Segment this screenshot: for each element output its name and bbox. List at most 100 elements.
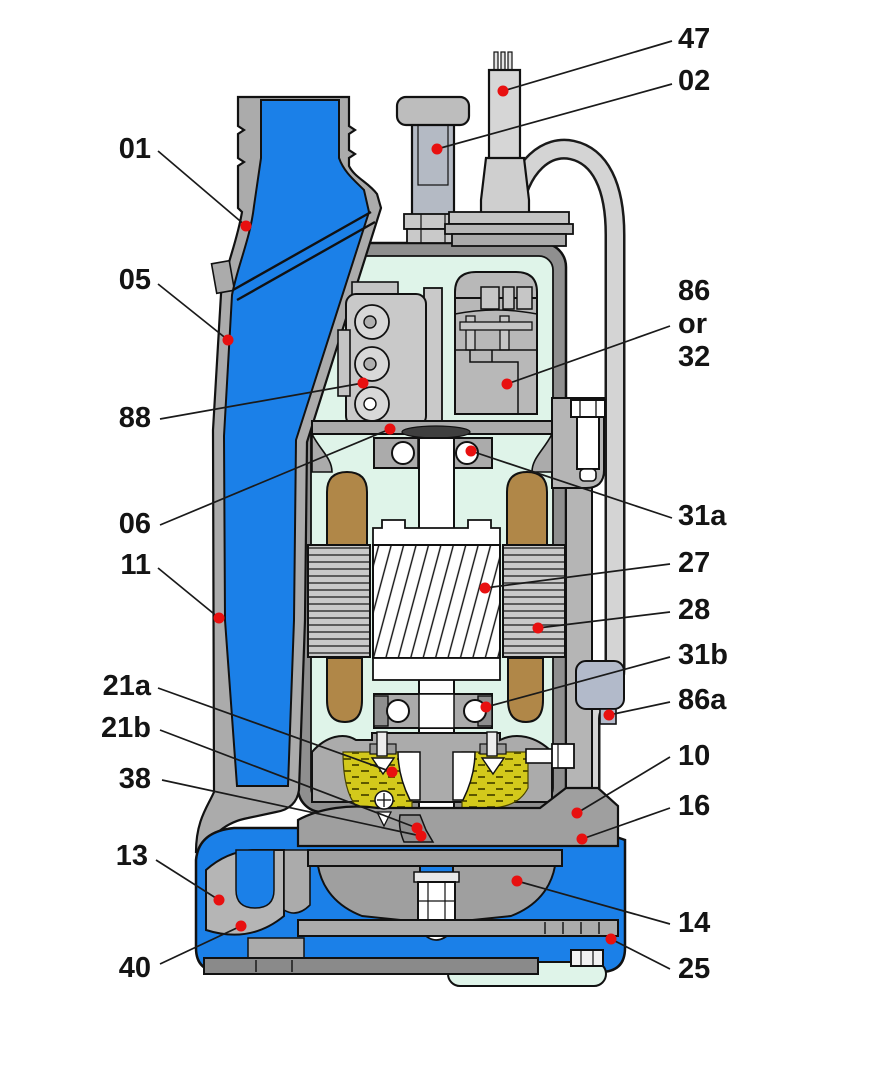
callout-label-38: 38 [119, 763, 151, 795]
leader-line-28 [537, 611, 671, 629]
point-marker-06 [384, 423, 396, 435]
leader-line-21b [159, 729, 418, 829]
leader-line-47 [502, 40, 673, 92]
capacitor [454, 271, 538, 415]
slinger [401, 425, 471, 439]
leader-line-38 [161, 779, 422, 837]
point-marker-02 [431, 143, 443, 155]
callout-14: 14 [511, 875, 710, 939]
upper-bearing-ball [391, 441, 415, 465]
leader-line-31b [485, 656, 671, 708]
terminal-block [337, 281, 443, 429]
callout-label-86a: 86a [678, 684, 727, 716]
leader-line-11 [157, 567, 220, 619]
discharge-channel [235, 849, 275, 909]
callout-label-31a: 31a [678, 500, 727, 532]
bottom-plate [203, 957, 539, 975]
callout-40: 40 [119, 920, 247, 984]
callout-label-02: 02 [678, 65, 710, 97]
point-marker-31a [465, 445, 477, 457]
check-valve-flap [232, 210, 372, 292]
oil-chamber [311, 731, 575, 811]
callout-label-40: 40 [119, 952, 151, 984]
point-marker-21a [386, 766, 398, 778]
callout-label-21b: 21b [101, 712, 151, 744]
callout-21b: 21b [101, 712, 423, 834]
handle-body [410, 118, 456, 224]
leader-line-86a [608, 701, 671, 716]
strainer-plate [297, 919, 619, 937]
callout-31b: 31b [480, 639, 728, 713]
callout-label-86-or-32-2: 32 [678, 341, 710, 373]
seal-plate [296, 786, 620, 848]
callout-label-27: 27 [678, 547, 710, 579]
point-marker-25 [605, 933, 617, 945]
point-marker-27 [479, 582, 491, 594]
callout-label-86-or-32-0: 86 [678, 275, 710, 307]
callout-27: 27 [479, 547, 710, 594]
lower-bearing-ball [386, 699, 410, 723]
callout-28: 28 [532, 594, 710, 634]
rotor [372, 519, 501, 681]
leader-line-06 [159, 428, 391, 526]
leader-line-05 [157, 283, 229, 341]
callout-label-13: 13 [116, 840, 148, 872]
leader-line-86-or-32 [506, 325, 671, 385]
point-marker-28 [532, 622, 544, 634]
point-marker-86a [603, 709, 615, 721]
callout-label-10: 10 [678, 740, 710, 772]
callout-label-31b: 31b [678, 639, 728, 671]
gland-flange [448, 211, 570, 225]
callout-13: 13 [116, 840, 225, 906]
leader-line-16 [581, 807, 671, 840]
leader-line-27 [484, 563, 671, 589]
leader-line-21a [157, 687, 393, 773]
callout-05: 05 [119, 264, 234, 346]
lifting-handle [395, 95, 471, 244]
callout-label-05: 05 [119, 264, 151, 296]
callout-25: 25 [605, 933, 710, 985]
leader-line-40 [159, 925, 242, 965]
callout-label-14: 14 [678, 907, 710, 939]
leader-line-10 [576, 756, 671, 814]
point-marker-01 [240, 220, 252, 232]
mechanical-seal [397, 751, 421, 801]
leader-line-01 [157, 150, 247, 227]
point-marker-86-or-32 [501, 378, 513, 390]
discharge-column [194, 95, 383, 854]
impeller [452, 865, 557, 924]
point-marker-31b [480, 701, 492, 713]
point-marker-11 [213, 612, 225, 624]
callout-10: 10 [571, 740, 710, 819]
callout-label-28: 28 [678, 594, 710, 626]
callout-label-21a: 21a [103, 670, 152, 702]
callout-16: 16 [576, 790, 710, 845]
lower-bearing [373, 693, 493, 729]
callout-01: 01 [119, 133, 252, 232]
stator-end-windings [326, 470, 548, 724]
handle-top [395, 95, 471, 127]
impeller-nut [417, 881, 456, 923]
point-marker-47 [497, 85, 509, 97]
leader-line-88 [159, 382, 364, 420]
point-marker-10 [571, 807, 583, 819]
callout-label-06: 06 [119, 508, 151, 540]
callout-11: 11 [120, 549, 225, 624]
impeller-top-disc [307, 849, 563, 867]
callout-label-01: 01 [119, 133, 151, 165]
callout-layer: 010588061121a21b381340470286or3231a27283… [101, 23, 728, 985]
callout-label-25: 25 [678, 953, 710, 985]
housing-bolt-head [570, 399, 606, 418]
callout-38: 38 [119, 763, 427, 842]
callout-21a: 21a [103, 670, 398, 778]
leader-line-02 [436, 83, 673, 150]
seal-spring [376, 731, 388, 757]
leader-line-25 [610, 938, 671, 970]
leader-line-14 [516, 880, 671, 925]
callout-label-47: 47 [678, 23, 710, 55]
oil-plug-head [551, 743, 575, 769]
callout-86a: 86a [603, 684, 727, 721]
